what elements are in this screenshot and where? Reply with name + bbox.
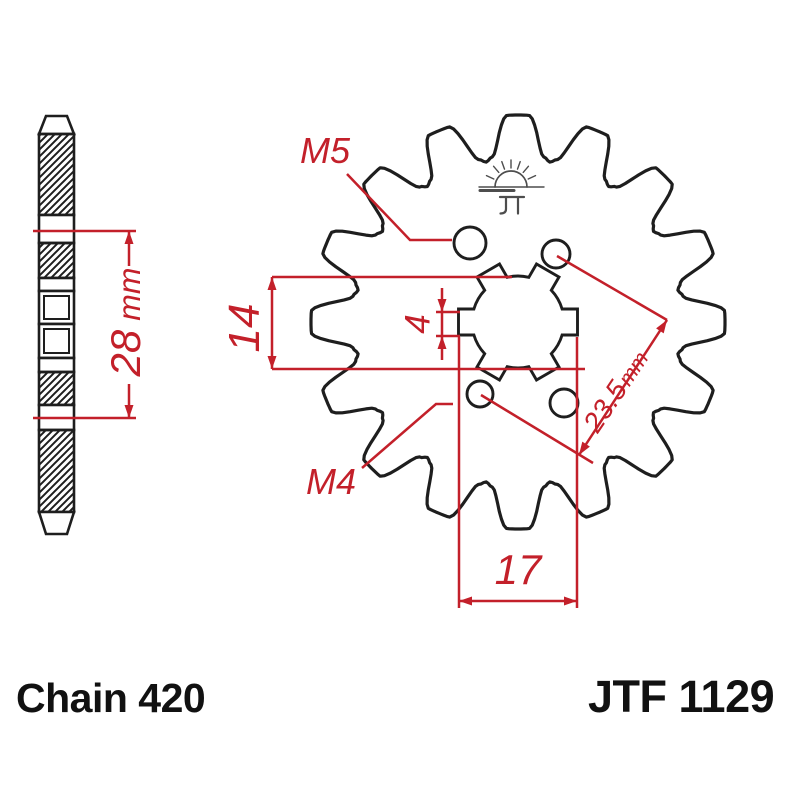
dim-14-label: 14 (220, 303, 269, 353)
arrowhead (564, 596, 577, 606)
dim-28-value: 28 (102, 329, 149, 377)
side-view-plain-section (37, 356, 76, 374)
logo-sun-arc (494, 170, 528, 188)
dim-28-unit: mm (111, 267, 147, 321)
side-view-hatched-section (37, 241, 76, 280)
dim235-leader-bottom (480, 393, 594, 465)
side-view-hatched-section (37, 428, 76, 514)
arrowhead (459, 596, 472, 606)
side-view-plain-section (37, 276, 76, 293)
sprocket-front-view (309, 113, 727, 531)
arrowhead (124, 405, 134, 418)
side-view-hatched-section (37, 370, 76, 407)
dim235-leader-top (556, 254, 668, 322)
arrowhead (267, 356, 277, 369)
m5-thread-label: M5 (300, 130, 351, 171)
arrowhead (437, 336, 447, 349)
arrowhead (437, 299, 447, 312)
bolt-hole-m4 (548, 387, 580, 419)
logo-sun-rays (485, 159, 537, 180)
side-view-bottom-chamfer (37, 510, 76, 536)
bolt-hole-m5 (452, 225, 488, 261)
jt-sunrise-logo-icon (478, 159, 545, 215)
side-view-plain-section (37, 213, 76, 245)
bolt-hole-m4 (465, 379, 495, 409)
arrowhead (579, 441, 590, 455)
splined-bore-outline (457, 262, 579, 382)
m4-leader-line (361, 402, 453, 469)
dim235-dimension-line (577, 319, 669, 456)
arrowhead (124, 231, 134, 244)
side-view-hatched-section (37, 132, 76, 217)
m5-leader-line (346, 173, 452, 242)
sprocket-side-view (37, 114, 76, 536)
dim-28mm-label: 28 mm (102, 267, 149, 377)
bolt-holes (452, 225, 580, 419)
arrowhead (267, 277, 277, 290)
m4-thread-label: M4 (306, 461, 357, 502)
dim-17-label: 17 (494, 546, 542, 593)
arrowhead (656, 320, 667, 334)
side-view-hub-inner (43, 328, 70, 354)
bolt-hole-m5 (540, 238, 572, 270)
side-view-hub-inner (43, 295, 70, 320)
part-number-label: JTF 1129 (588, 671, 775, 722)
dim-4-label: 4 (398, 314, 438, 334)
dimension-lines (33, 173, 669, 608)
chain-size-label: Chain 420 (16, 675, 206, 721)
logo-jt-glyph (498, 195, 526, 215)
side-view-top-chamfer (37, 114, 76, 136)
